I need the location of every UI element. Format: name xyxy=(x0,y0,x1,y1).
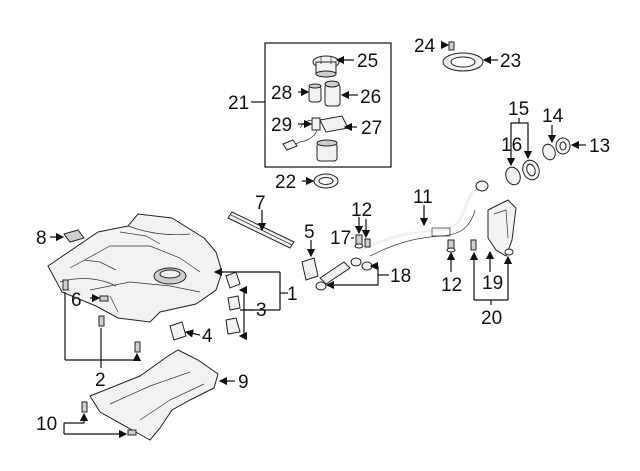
pump-bracket-part xyxy=(319,115,349,133)
callout-1: 1 xyxy=(287,284,298,305)
callout-12-lower: 12 xyxy=(441,275,462,296)
filler-neck-parts xyxy=(505,137,571,186)
shield-bolts-part xyxy=(81,401,137,436)
callout-29: 29 xyxy=(271,115,292,136)
callout-6: 6 xyxy=(71,290,82,311)
callout-27: 27 xyxy=(361,118,382,139)
callout-10: 10 xyxy=(36,414,57,435)
callout-23: 23 xyxy=(500,51,521,72)
callout-22: 22 xyxy=(275,172,296,193)
callout-7: 7 xyxy=(255,193,266,214)
lock-ring-part xyxy=(442,52,484,72)
tank-strap-part xyxy=(227,211,295,249)
pump-reservoir-part xyxy=(316,139,338,162)
callout-12-upper: 12 xyxy=(351,200,372,221)
callout-17: 17 xyxy=(330,228,351,249)
callout-15: 15 xyxy=(508,99,529,120)
bolt-12-upper-part xyxy=(364,238,371,248)
pump-seal-ring-part xyxy=(313,173,339,189)
callout-21: 21 xyxy=(228,93,249,114)
fuel-pump-part xyxy=(308,83,322,103)
fuel-tank-part xyxy=(47,213,223,323)
callout-4: 4 xyxy=(202,326,213,347)
callout-28: 28 xyxy=(271,83,292,104)
fuel-filter-part xyxy=(324,80,341,107)
callout-26: 26 xyxy=(360,87,381,108)
pump-cap-part xyxy=(312,55,340,78)
callout-18: 18 xyxy=(390,266,411,287)
callout-16: 16 xyxy=(501,135,522,156)
callout-8: 8 xyxy=(36,228,47,249)
callout-19: 19 xyxy=(482,273,503,294)
filler-pipe-part xyxy=(361,180,489,257)
retainer-screw-part xyxy=(448,41,455,51)
callout-3: 3 xyxy=(256,300,267,321)
callout-14: 14 xyxy=(542,106,564,127)
bolt-17-part xyxy=(354,234,364,249)
filler-shield-part xyxy=(470,199,517,257)
tank-brackets-part xyxy=(169,271,241,341)
bolt-12-lower-part xyxy=(446,239,456,253)
tank-bolts-part xyxy=(62,279,141,353)
hose-clamp-parts xyxy=(315,257,373,291)
callout-20: 20 xyxy=(481,308,502,329)
callout-11: 11 xyxy=(413,187,433,208)
bracket-5-part xyxy=(301,257,319,281)
heat-shield-part xyxy=(89,349,219,441)
callout-9: 9 xyxy=(238,372,249,393)
callout-25: 25 xyxy=(357,51,378,72)
insulator-pad-part xyxy=(63,229,85,243)
callout-24: 24 xyxy=(414,36,436,57)
callout-5: 5 xyxy=(304,222,315,243)
callout-13: 13 xyxy=(589,136,610,157)
pump-module-box xyxy=(264,42,392,168)
callout-2: 2 xyxy=(95,370,106,391)
